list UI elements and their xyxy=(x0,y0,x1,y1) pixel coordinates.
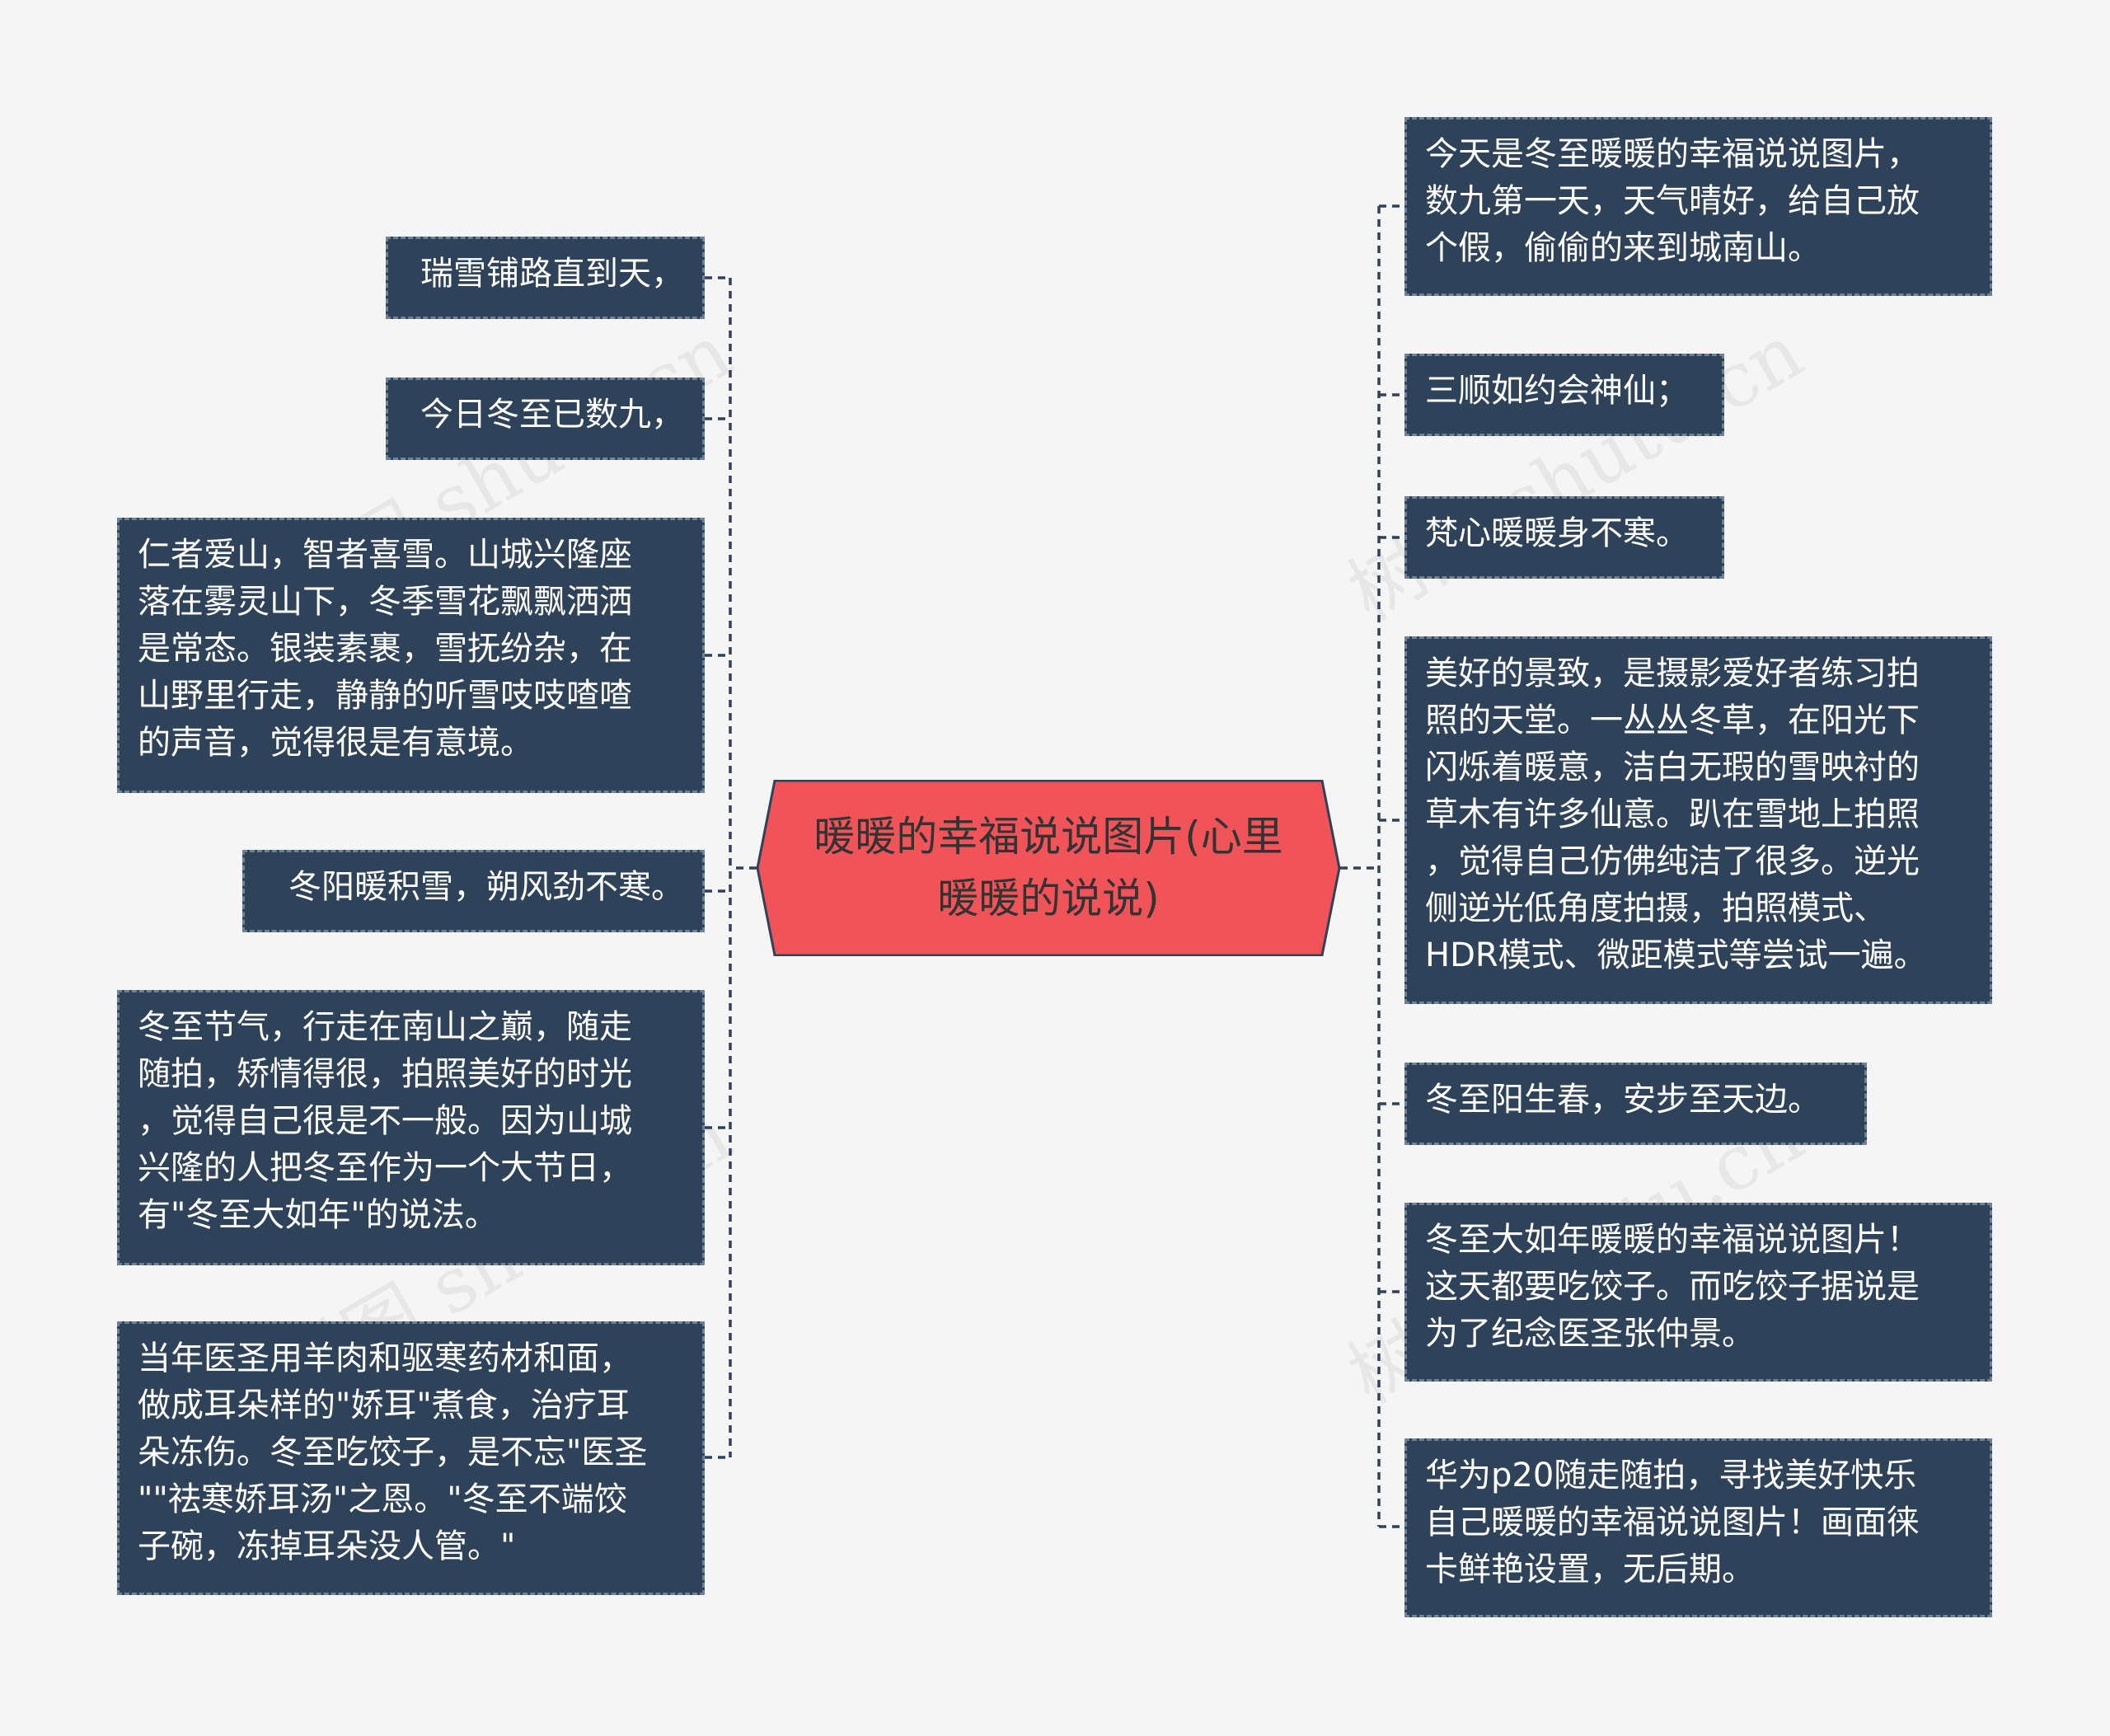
right-node-1[interactable]: 今天是冬至暖暖的幸福说说图片， 数九第一天，天气晴好，给自己放 个假，偷偷的来到… xyxy=(1404,117,1992,296)
central-topic-shape xyxy=(757,780,1340,956)
central-topic-title: 暖暖的幸福说说图片(心里 暖暖的说说) xyxy=(814,813,1283,922)
central-topic[interactable]: 暖暖的幸福说说图片(心里 暖暖的说说) xyxy=(757,780,1340,956)
left-node-6[interactable]: 当年医圣用羊肉和驱寒药材和面， 做成耳朵样的"娇耳"煮食，治疗耳 朵冻伤。冬至吃… xyxy=(117,1321,705,1595)
left-node-1[interactable]: 瑞雪铺路直到天， xyxy=(386,237,705,319)
right-node-6[interactable]: 冬至大如年暖暖的幸福说说图片！ 这天都要吃饺子。而吃饺子据说是 为了纪念医圣张仲… xyxy=(1404,1203,1992,1382)
right-node-2[interactable]: 三顺如约会神仙； xyxy=(1404,354,1724,436)
left-node-5[interactable]: 冬至节气，行走在南山之巅，随走 随拍，矫情得很，拍照美好的时光 ，觉得自己很是不… xyxy=(117,990,705,1265)
left-node-4[interactable]: 冬阳暖积雪，朔风劲不寒。 xyxy=(242,850,705,932)
left-node-3[interactable]: 仁者爱山，智者喜雪。山城兴隆座 落在雾灵山下，冬季雪花飘飘洒洒 是常态。银装素裹… xyxy=(117,518,705,793)
right-node-5[interactable]: 冬至阳生春，安步至天边。 xyxy=(1404,1063,1867,1145)
left-node-2[interactable]: 今日冬至已数九， xyxy=(386,378,705,460)
right-node-3[interactable]: 梵心暖暖身不寒。 xyxy=(1404,496,1724,579)
right-node-7[interactable]: 华为p20随走随拍，寻找美好快乐 自己暖暖的幸福说说图片！画面徕 卡鲜艳设置，无… xyxy=(1404,1438,1992,1617)
right-node-4[interactable]: 美好的景致，是摄影爱好者练习拍 照的天堂。一丛丛冬草，在阳光下 闪烁着暖意，洁白… xyxy=(1404,636,1992,1004)
